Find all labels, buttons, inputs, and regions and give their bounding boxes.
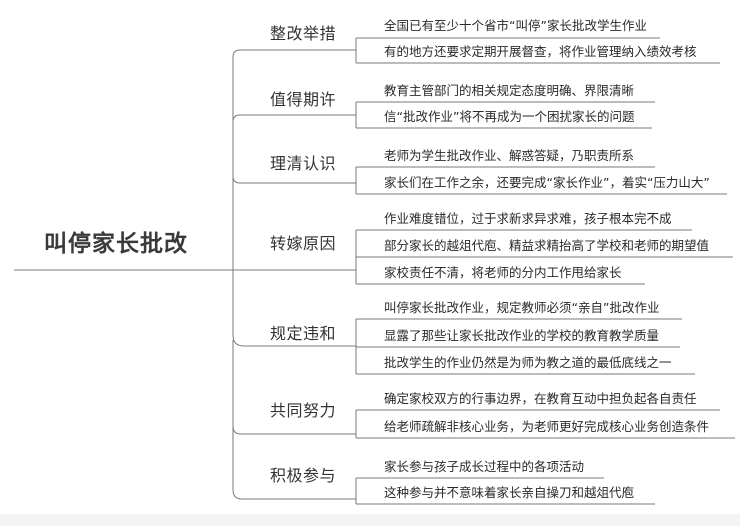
branch-label-causes: 转嫁原因: [270, 234, 337, 253]
branch-label-participation: 积极参与: [270, 466, 337, 485]
leaf-item: 批改学生的作业仍然是为师为教之道的最低底线之一: [384, 355, 672, 370]
leaf-item: 全国已有至少十个省市“叫停”家长批改学生作业: [384, 18, 647, 33]
leaf-item: 显露了那些让家长批改作业的学校的教育教学质量: [384, 328, 660, 343]
leaf-item: 这种参与并不意味着家长亲自操刀和越俎代庖: [384, 485, 635, 500]
leaf-item: 有的地方还要求定期开展督查，将作业管理纳入绩效考核: [384, 44, 697, 59]
leaf-item: 部分家长的越俎代庖、精益求精抬高了学校和老师的期望值: [384, 238, 710, 253]
leaf-item: 作业难度错位，过于求新求异求难，孩子根本完不成: [384, 211, 672, 226]
leaf-item: 信“批改作业”将不再成为一个困扰家长的问题: [384, 109, 635, 124]
leaf-item: 叫停家长批改作业，规定教师必须“亲自”批改作业: [384, 300, 660, 315]
leaf-item: 给老师疏解非核心业务，为老师更好完成核心业务创造条件: [384, 419, 710, 434]
leaf-item: 老师为学生批改作业、解惑答疑，乃职责所系: [384, 148, 635, 163]
bottom-band: [0, 514, 740, 526]
branch-label-rectification: 整改举措: [270, 24, 337, 43]
leaf-item: 家长参与孩子成长过程中的各项活动: [384, 459, 585, 474]
branch-label-understanding: 理清认识: [270, 154, 337, 173]
leaf-item: 教育主管部门的相关规定态度明确、界限清晰: [384, 83, 635, 98]
branch-label-regulation: 规定违和: [270, 324, 337, 343]
branch-label-expectation: 值得期许: [270, 90, 337, 109]
branch-label-joint-effort: 共同努力: [270, 401, 337, 420]
root-node: 叫停家长批改: [44, 231, 188, 257]
leaf-item: 家校责任不清，将老师的分内工作甩给家长: [384, 265, 622, 280]
leaf-item: 确定家校双方的行事边界，在教育互动中担负起各自责任: [384, 391, 697, 406]
leaf-item: 家长们在工作之余，还要完成“家长作业”，着实“压力山大”: [384, 175, 710, 190]
